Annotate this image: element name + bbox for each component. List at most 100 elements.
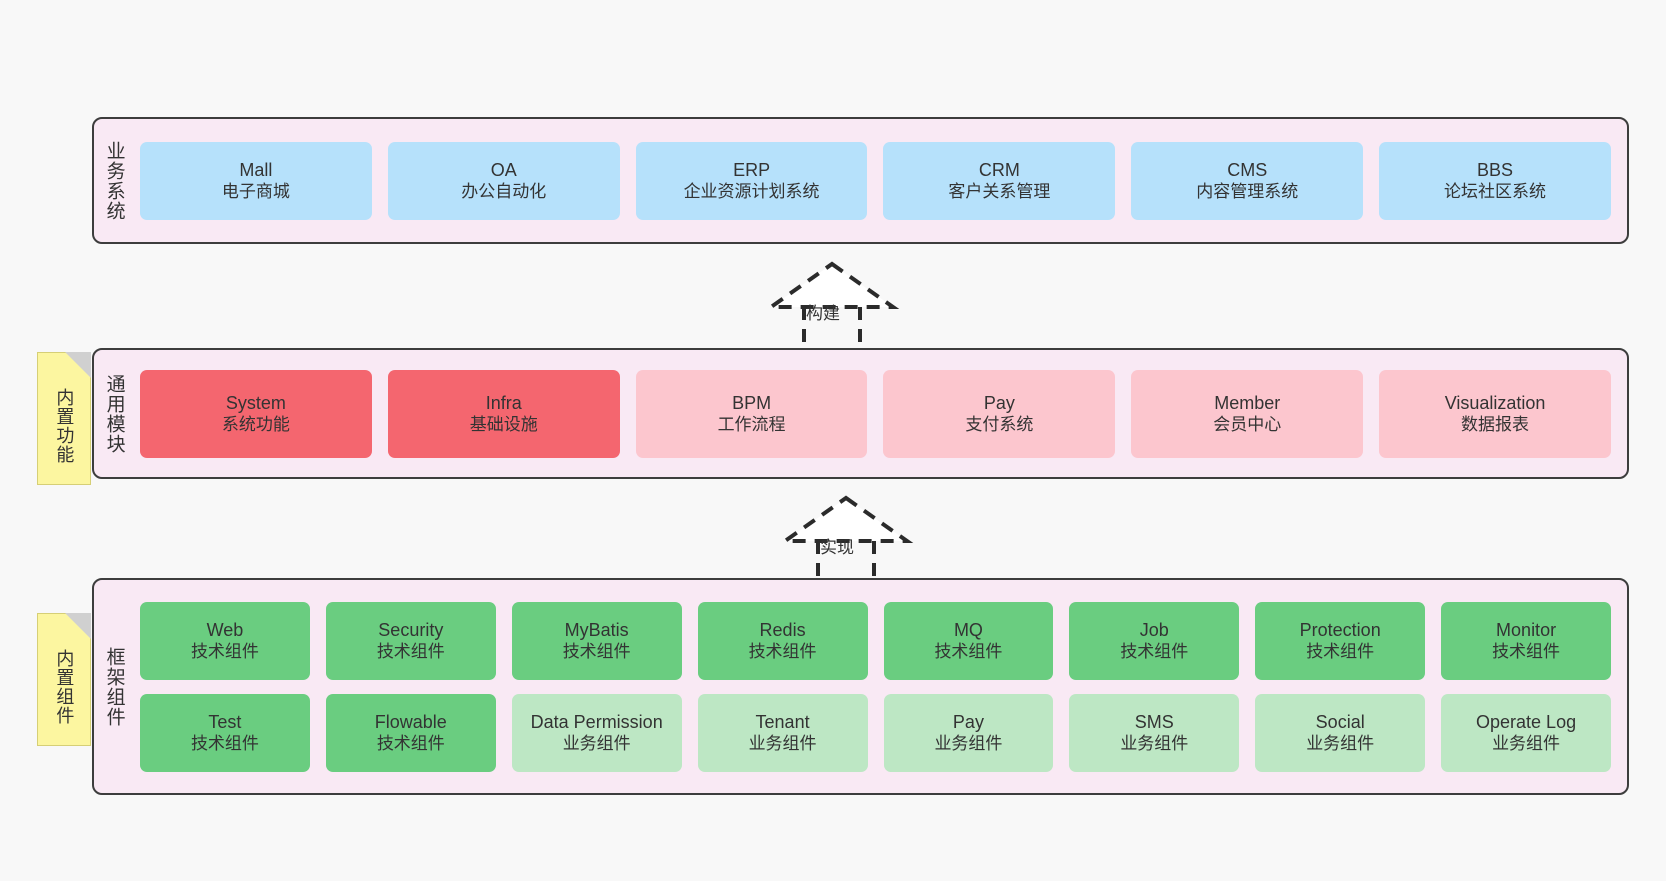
card-protection[interactable]: Protection 技术组件 [1255, 601, 1426, 680]
card-title-en: Operate Log [1476, 711, 1577, 732]
card-title-cn: 技术组件 [1306, 642, 1375, 662]
layer-business-systems-title: 业务系统 [103, 140, 125, 221]
card-title-en: Monitor [1496, 619, 1557, 640]
card-title-cn: 工作流程 [717, 415, 786, 435]
layer-common-modules: 通用模块 System 系统功能 Infra 基础设施 BPM 工作流程 Pay… [92, 348, 1629, 479]
card-title-en: MQ [953, 619, 983, 640]
card-bpm[interactable]: BPM 工作流程 [635, 369, 868, 458]
card-mall[interactable]: Mall 电子商城 [140, 141, 372, 220]
connector-build-label: 构建 [806, 304, 840, 323]
card-title-cn: 技术组件 [376, 642, 445, 662]
card-row: Web 技术组件 Security 技术组件 MyBatis 技术组件 Redi… [140, 601, 1611, 680]
card-title-en: SMS [1134, 711, 1174, 732]
card-title-en: Job [1139, 619, 1169, 640]
card-title-en: BBS [1477, 159, 1514, 180]
card-title-en: System [225, 392, 286, 413]
card-visualization[interactable]: Visualization 数据报表 [1379, 369, 1611, 458]
card-title-cn: 技术组件 [190, 734, 259, 754]
card-erp[interactable]: ERP 企业资源计划系统 [635, 141, 868, 220]
card-title-cn: 技术组件 [748, 642, 817, 662]
layer-business-systems-body: Mall 电子商城 OA 办公自动化 ERP 企业资源计划系统 CRM 客户关系… [134, 119, 1627, 242]
card-pay-business[interactable]: Pay 业务组件 [883, 693, 1054, 772]
card-title-en: Test [208, 711, 242, 732]
card-title-cn: 支付系统 [965, 415, 1034, 435]
layer-common-modules-title: 通用模块 [103, 373, 125, 454]
card-crm[interactable]: CRM 客户关系管理 [883, 141, 1116, 220]
card-title-cn: 技术组件 [376, 734, 445, 754]
card-title-en: Redis [759, 619, 806, 640]
card-title-en: Flowable [374, 711, 447, 732]
card-title-en: Visualization [1444, 392, 1546, 413]
card-title-cn: 系统功能 [221, 415, 290, 435]
layer-framework-components-title: 框架组件 [103, 646, 125, 727]
layer-business-systems: 业务系统 Mall 电子商城 OA 办公自动化 ERP 企业资源计划系统 CRM… [92, 117, 1629, 244]
dashed-generalization-arrow-icon [778, 495, 914, 582]
card-title-cn: 论坛社区系统 [1444, 182, 1547, 202]
card-mq[interactable]: MQ 技术组件 [883, 601, 1054, 680]
card-title-cn: 技术组件 [934, 642, 1003, 662]
dashed-generalization-arrow-icon [764, 261, 900, 348]
card-member[interactable]: Member 会员中心 [1131, 369, 1364, 458]
layer-common-modules-body: System 系统功能 Infra 基础设施 BPM 工作流程 Pay 支付系统… [134, 350, 1627, 477]
card-pay[interactable]: Pay 支付系统 [883, 369, 1116, 458]
connector-build: 构建 [752, 258, 912, 348]
card-social[interactable]: Social 业务组件 [1255, 693, 1426, 772]
card-title-cn: 会员中心 [1213, 415, 1282, 435]
card-title-en: Social [1315, 711, 1365, 732]
card-title-cn: 基础设施 [469, 415, 538, 435]
card-bbs[interactable]: BBS 论坛社区系统 [1379, 141, 1611, 220]
card-row: System 系统功能 Infra 基础设施 BPM 工作流程 Pay 支付系统… [140, 369, 1611, 458]
layer-framework-components: 框架组件 Web 技术组件 Security 技术组件 MyBatis 技术组件… [92, 578, 1629, 795]
card-title-cn: 内容管理系统 [1196, 182, 1299, 202]
card-title-cn: 技术组件 [562, 642, 631, 662]
card-title-cn: 业务组件 [748, 734, 817, 754]
folded-corner-icon [65, 352, 91, 378]
note-builtin-features: 内置功能 [37, 352, 91, 485]
card-title-cn: 业务组件 [1120, 734, 1189, 754]
card-title-cn: 技术组件 [1492, 642, 1561, 662]
layer-framework-components-body: Web 技术组件 Security 技术组件 MyBatis 技术组件 Redi… [134, 580, 1627, 793]
card-security[interactable]: Security 技术组件 [325, 601, 496, 680]
connector-implement-label: 实现 [820, 538, 854, 557]
card-title-en: Member [1214, 392, 1281, 413]
card-title-cn: 办公自动化 [461, 182, 547, 202]
note-builtin-components-text: 内置组件 [54, 648, 75, 725]
card-cms[interactable]: CMS 内容管理系统 [1131, 141, 1364, 220]
card-title-cn: 业务组件 [562, 734, 631, 754]
card-title-en: BPM [732, 392, 772, 413]
card-sms[interactable]: SMS 业务组件 [1069, 693, 1240, 772]
card-tenant[interactable]: Tenant 业务组件 [697, 693, 868, 772]
card-infra[interactable]: Infra 基础设施 [387, 369, 620, 458]
card-title-cn: 技术组件 [190, 642, 259, 662]
card-title-cn: 技术组件 [1120, 642, 1189, 662]
card-title-en: MyBatis [564, 619, 629, 640]
card-system[interactable]: System 系统功能 [140, 369, 372, 458]
note-builtin-features-text: 内置功能 [54, 387, 75, 464]
card-test[interactable]: Test 技术组件 [140, 693, 310, 772]
card-title-cn: 业务组件 [934, 734, 1003, 754]
card-redis[interactable]: Redis 技术组件 [697, 601, 868, 680]
card-row: Test 技术组件 Flowable 技术组件 Data Permission … [140, 693, 1611, 772]
card-title-en: Protection [1299, 619, 1381, 640]
note-builtin-components: 内置组件 [37, 613, 91, 746]
card-web[interactable]: Web 技术组件 [140, 601, 310, 680]
card-data-permission[interactable]: Data Permission 业务组件 [511, 693, 682, 772]
card-flowable[interactable]: Flowable 技术组件 [325, 693, 496, 772]
card-title-cn: 业务组件 [1492, 734, 1561, 754]
connector-implement: 实现 [766, 492, 926, 582]
card-operate-log[interactable]: Operate Log 业务组件 [1441, 693, 1611, 772]
card-title-en: CRM [978, 159, 1020, 180]
card-title-en: CMS [1227, 159, 1268, 180]
folded-corner-icon [65, 613, 91, 639]
card-title-en: Infra [485, 392, 522, 413]
card-oa[interactable]: OA 办公自动化 [387, 141, 620, 220]
card-mybatis[interactable]: MyBatis 技术组件 [511, 601, 682, 680]
card-job[interactable]: Job 技术组件 [1069, 601, 1240, 680]
card-title-cn: 企业资源计划系统 [683, 182, 820, 202]
card-title-cn: 客户关系管理 [948, 182, 1051, 202]
card-title-cn: 数据报表 [1461, 415, 1530, 435]
card-monitor[interactable]: Monitor 技术组件 [1441, 601, 1611, 680]
card-title-cn: 电子商城 [221, 182, 290, 202]
card-title-en: Web [206, 619, 244, 640]
